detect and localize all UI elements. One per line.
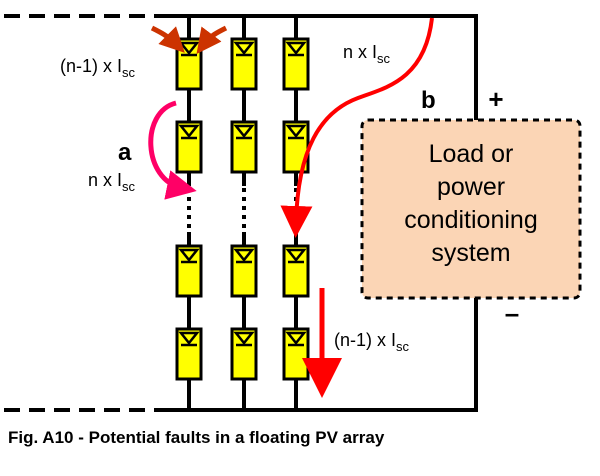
current-label-top-right: n x Isc bbox=[343, 42, 391, 66]
pv-module-icon bbox=[282, 244, 310, 298]
current-label-bottom: (n-1) x Isc bbox=[334, 330, 410, 354]
pv-module-icon bbox=[230, 327, 258, 381]
load-box-line-2: power bbox=[437, 173, 505, 201]
load-box-line-3: conditioning bbox=[404, 206, 537, 234]
pv-module-icon bbox=[282, 37, 310, 91]
top-left-current-arrow-icon bbox=[150, 25, 185, 53]
load-box-line-1: Load or bbox=[429, 140, 514, 168]
fault-arrow-b-icon bbox=[280, 17, 434, 238]
pv-module-icon bbox=[230, 120, 258, 174]
figure-caption: Fig. A10 - Potential faults in a floatin… bbox=[8, 428, 385, 447]
load-box-line-4: system bbox=[431, 239, 510, 267]
pv-module-icon bbox=[175, 120, 203, 174]
pv-module-icon bbox=[175, 327, 203, 381]
minus-sign: – bbox=[505, 298, 519, 328]
fault-arrow-a-icon bbox=[148, 100, 197, 200]
current-label-top-left: (n-1) x Isc bbox=[60, 56, 136, 80]
current-label-a: n x Isc bbox=[88, 170, 136, 194]
load-box bbox=[360, 118, 582, 300]
pv-module-icon bbox=[282, 327, 310, 381]
top-right-current-arrow-icon bbox=[196, 25, 228, 54]
string-continuation-dots bbox=[187, 188, 298, 232]
pv-module-icon bbox=[230, 37, 258, 91]
pv-module-icon bbox=[230, 244, 258, 298]
pv-module-icon bbox=[175, 37, 203, 91]
plus-sign: + bbox=[488, 84, 503, 114]
fault-b-label: b bbox=[421, 87, 436, 114]
pv-module-icon bbox=[175, 244, 203, 298]
fault-a-label: a bbox=[118, 139, 132, 166]
